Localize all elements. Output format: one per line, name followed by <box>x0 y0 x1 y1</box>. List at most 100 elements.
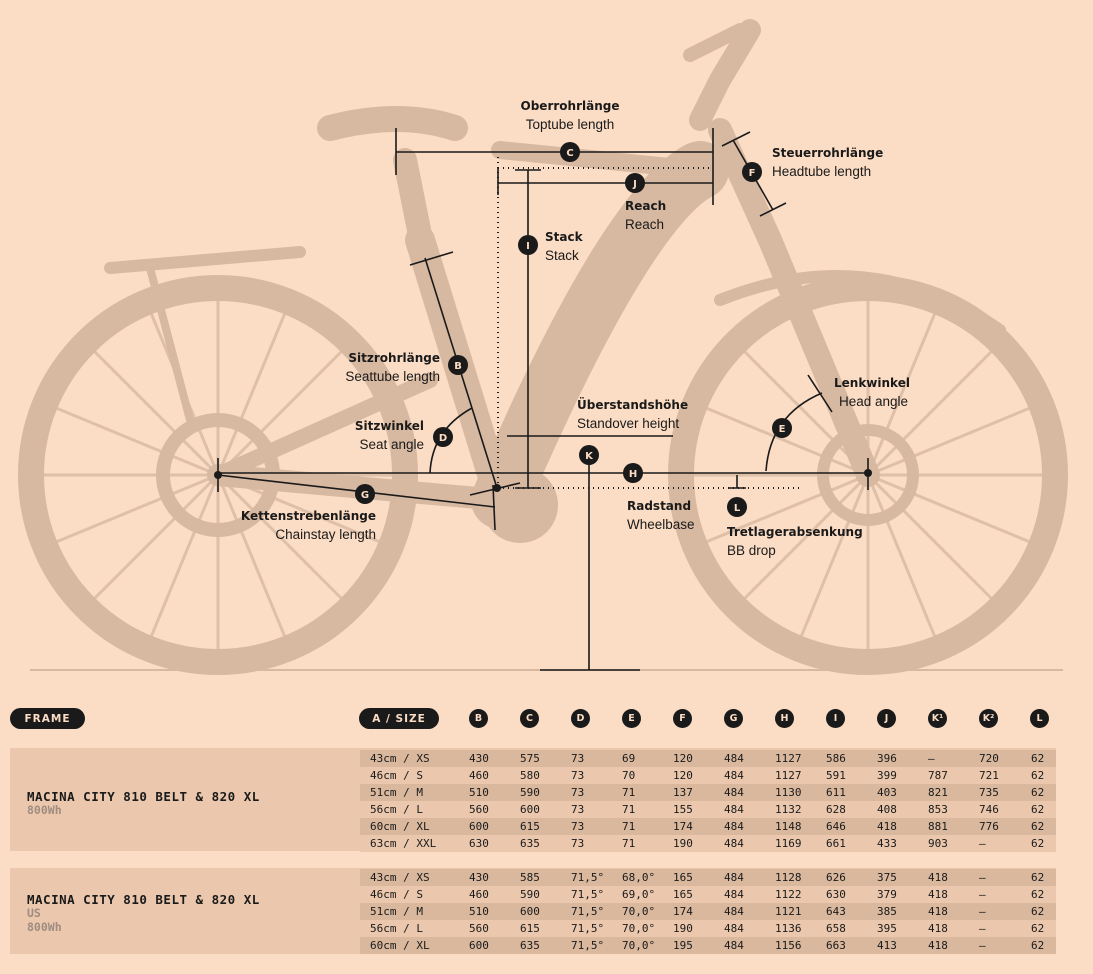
value-cell: 413 <box>877 939 897 952</box>
value-cell: 484 <box>724 888 744 901</box>
value-cell: 663 <box>826 939 846 952</box>
column-header-h: H <box>775 709 794 728</box>
value-cell: 585 <box>520 871 540 884</box>
value-cell: 600 <box>469 820 489 833</box>
value-cell: 195 <box>673 939 693 952</box>
value-cell: 1132 <box>775 803 802 816</box>
model-name-1: MACINA CITY 810 BELT & 820 XL <box>27 789 260 804</box>
rear-axle-point <box>214 471 222 479</box>
bb-point <box>493 484 501 492</box>
label-h-de: Radstand <box>627 499 691 513</box>
column-header-l-11: L <box>1030 709 1049 728</box>
value-cell: 787 <box>928 769 948 782</box>
svg-text:F: F <box>749 168 756 179</box>
value-cell: 646 <box>826 820 846 833</box>
value-cell: 1136 <box>775 922 802 935</box>
label-b-de: Sitzrohrlänge <box>348 351 440 365</box>
value-cell: 70,0° <box>622 939 656 952</box>
value-cell: 73 <box>571 752 585 765</box>
value-cell: 418 <box>928 905 948 918</box>
value-cell: – <box>979 837 986 850</box>
value-cell: 70 <box>622 769 636 782</box>
label-e-de: Lenkwinkel <box>834 376 910 390</box>
value-cell: 590 <box>520 888 540 901</box>
marker-d: D <box>433 427 453 447</box>
marker-j: J <box>625 173 645 193</box>
value-cell: 165 <box>673 871 693 884</box>
value-cell: 460 <box>469 888 489 901</box>
value-cell: 71 <box>622 837 636 850</box>
value-cell: 586 <box>826 752 846 765</box>
value-cell: 375 <box>877 871 897 884</box>
value-cell: 174 <box>673 820 693 833</box>
value-cell: 721 <box>979 769 999 782</box>
value-cell: 430 <box>469 871 489 884</box>
marker-c: C <box>560 142 580 162</box>
value-cell: 1169 <box>775 837 802 850</box>
value-cell: 71,5° <box>571 939 605 952</box>
svg-text:E: E <box>779 424 786 435</box>
column-header-f: F <box>673 709 692 728</box>
label-j-en: Reach <box>625 217 664 232</box>
value-cell: 190 <box>673 922 693 935</box>
label-k-en: Standover height <box>577 416 679 431</box>
label-i-de: Stack <box>545 230 584 244</box>
dotted-guides <box>497 157 800 489</box>
value-cell: 1156 <box>775 939 802 952</box>
value-cell: 600 <box>469 939 489 952</box>
value-cell: 418 <box>928 888 948 901</box>
value-cell: 418 <box>877 820 897 833</box>
value-cell: 853 <box>928 803 948 816</box>
label-l-en: BB drop <box>727 543 776 558</box>
value-cell: 510 <box>469 905 489 918</box>
value-cell: 1127 <box>775 752 802 765</box>
marker-e: E <box>772 418 792 438</box>
value-cell: 155 <box>673 803 693 816</box>
value-cell: 71,5° <box>571 888 605 901</box>
value-cell: 71 <box>622 820 636 833</box>
value-cell: 580 <box>520 769 540 782</box>
value-cell: – <box>979 939 986 952</box>
size-cell: 43cm / XS <box>370 752 430 765</box>
value-cell: 635 <box>520 939 540 952</box>
value-cell: 735 <box>979 786 999 799</box>
size-cell: 46cm / S <box>370 888 423 901</box>
label-d-en: Seat angle <box>359 437 424 452</box>
value-cell: – <box>979 905 986 918</box>
value-cell: 62 <box>1031 803 1045 816</box>
value-cell: 73 <box>571 837 585 850</box>
value-cell: 71 <box>622 803 636 816</box>
column-header-g: G <box>724 709 743 728</box>
model-sub-2-0: US <box>27 906 41 920</box>
value-cell: 484 <box>724 786 744 799</box>
label-f-en: Headtube length <box>772 164 871 179</box>
svg-text:D: D <box>439 433 447 444</box>
svg-text:I: I <box>526 241 530 252</box>
value-cell: 70,0° <box>622 922 656 935</box>
value-cell: 484 <box>724 905 744 918</box>
value-cell: 165 <box>673 888 693 901</box>
geometry-diagram: B C D E F G H I J K L Sitzrohrlänge Seat… <box>18 19 1068 675</box>
label-k-de: Überstandshöhe <box>577 397 688 412</box>
value-cell: 71,5° <box>571 922 605 935</box>
value-cell: – <box>979 871 986 884</box>
value-cell: 174 <box>673 905 693 918</box>
label-g-en: Chainstay length <box>275 527 376 542</box>
value-cell: 1128 <box>775 871 802 884</box>
size-cell: 60cm / XL <box>370 820 430 833</box>
label-i-en: Stack <box>545 248 579 263</box>
column-header-i: I <box>826 709 845 728</box>
value-cell: 385 <box>877 905 897 918</box>
value-cell: – <box>979 888 986 901</box>
svg-text:L: L <box>734 503 741 514</box>
size-cell: 51cm / M <box>370 905 423 918</box>
column-header-k-9: K¹ <box>928 709 947 728</box>
value-cell: 190 <box>673 837 693 850</box>
